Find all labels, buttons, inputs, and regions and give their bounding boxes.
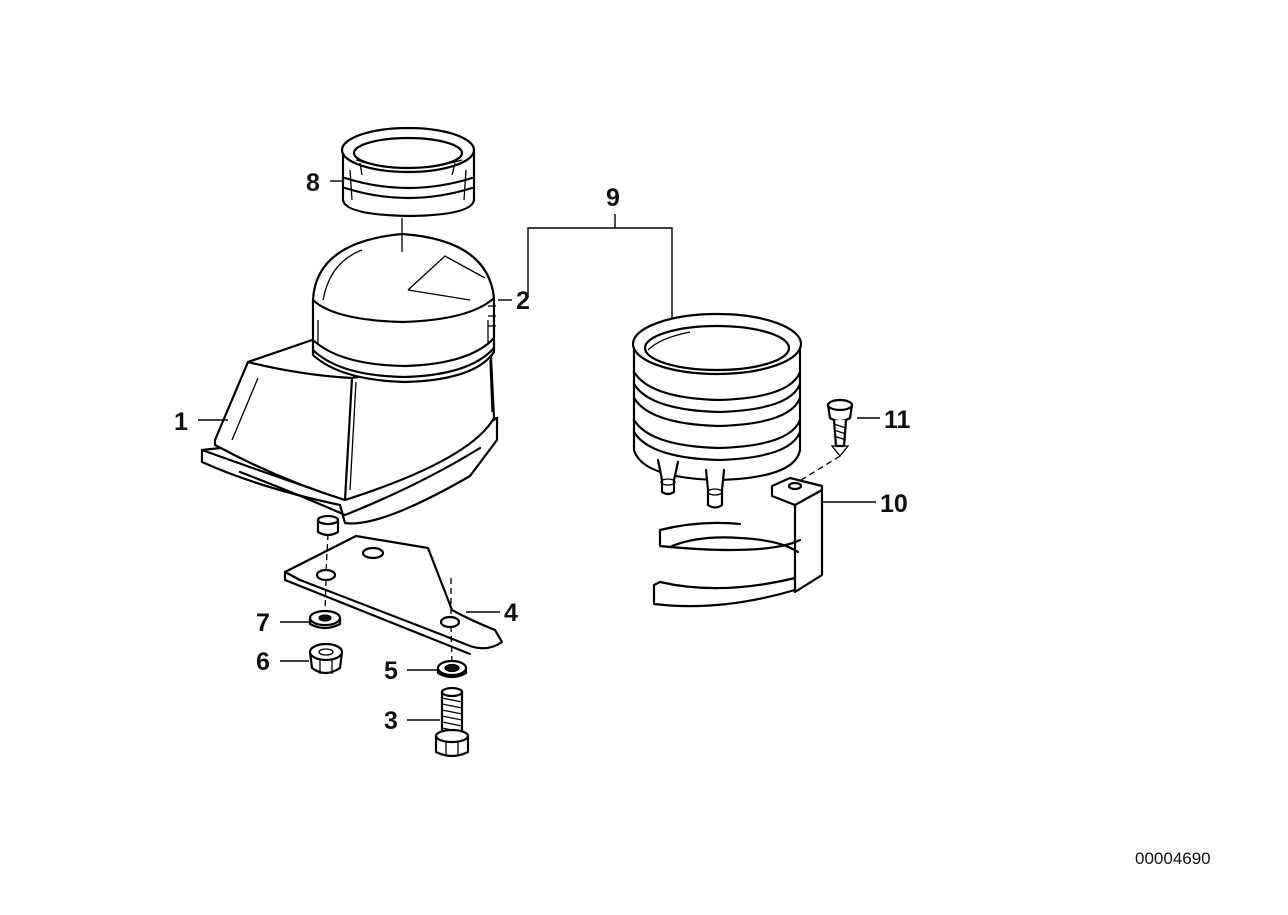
callout-labels: 8 2 9 1 11 10 4 7 6 5 3 00004690 bbox=[174, 169, 1211, 868]
callout-leader-lines bbox=[198, 180, 880, 721]
part-3-bolt bbox=[434, 686, 470, 758]
part-8-seal-ring bbox=[340, 126, 476, 218]
callout-1[interactable]: 1 bbox=[174, 408, 188, 436]
part-11-screw bbox=[826, 398, 854, 458]
callout-10[interactable]: 10 bbox=[880, 490, 908, 518]
part-7-washer bbox=[308, 609, 342, 630]
part-10-clamp-bracket bbox=[652, 476, 824, 608]
part-4-bracket-plate bbox=[283, 534, 504, 656]
part-9-reservoir-assembly bbox=[631, 312, 803, 509]
part-2-reservoir-cap bbox=[311, 232, 496, 384]
part-6-hex-nut bbox=[308, 642, 344, 675]
callout-8[interactable]: 8 bbox=[306, 169, 320, 197]
part-5-washer bbox=[436, 659, 468, 679]
callout-3[interactable]: 3 bbox=[384, 707, 398, 735]
callout-2[interactable]: 2 bbox=[516, 287, 530, 315]
callout-9[interactable]: 9 bbox=[606, 184, 620, 212]
assembly-centerlines bbox=[324, 218, 841, 663]
callout-6[interactable]: 6 bbox=[256, 648, 270, 676]
callout-11[interactable]: 11 bbox=[884, 406, 911, 434]
callout-4[interactable]: 4 bbox=[504, 599, 518, 627]
callout-5[interactable]: 5 bbox=[384, 657, 398, 685]
drawing-number: 00004690 bbox=[1135, 849, 1211, 868]
callout-7[interactable]: 7 bbox=[256, 609, 270, 637]
